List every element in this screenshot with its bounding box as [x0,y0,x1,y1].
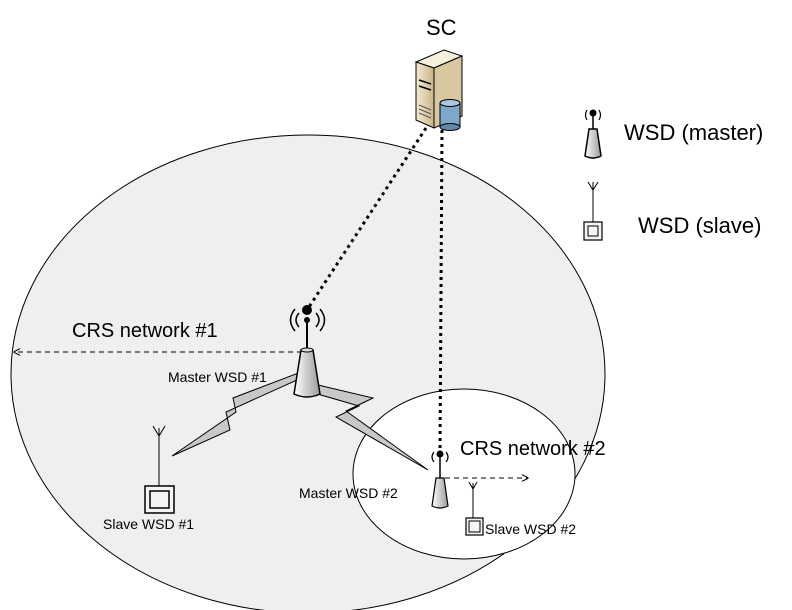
master-antenna-icon [289,305,326,398]
legend-slave-icon [583,181,603,241]
crs-network-2-area [352,388,576,560]
crs-network-1-label: CRS network #1 [72,320,218,342]
server-label: SC [426,15,457,40]
master-wsd-1-label: Master WSD #1 [168,369,267,385]
database-icon [439,99,461,131]
backhaul-link-1 [305,127,428,311]
master-antenna-icon [431,450,449,509]
legend-master-icon [584,109,602,159]
slave-antenna-icon [144,425,175,514]
slave-antenna-icon [465,481,484,536]
wireless-link-icon [171,371,303,457]
legend-master-label: WSD (master) [624,120,763,145]
backhaul-link-2 [438,129,444,453]
slave-wsd-2-label: Slave WSD #2 [485,521,576,537]
crs-network-2-label: CRS network #2 [460,438,606,460]
master-wsd-2-label: Master WSD #2 [299,485,398,501]
wireless-link-icon [313,384,429,471]
legend-slave-label: WSD (slave) [638,213,761,238]
slave-wsd-1-label: Slave WSD #1 [103,516,194,532]
